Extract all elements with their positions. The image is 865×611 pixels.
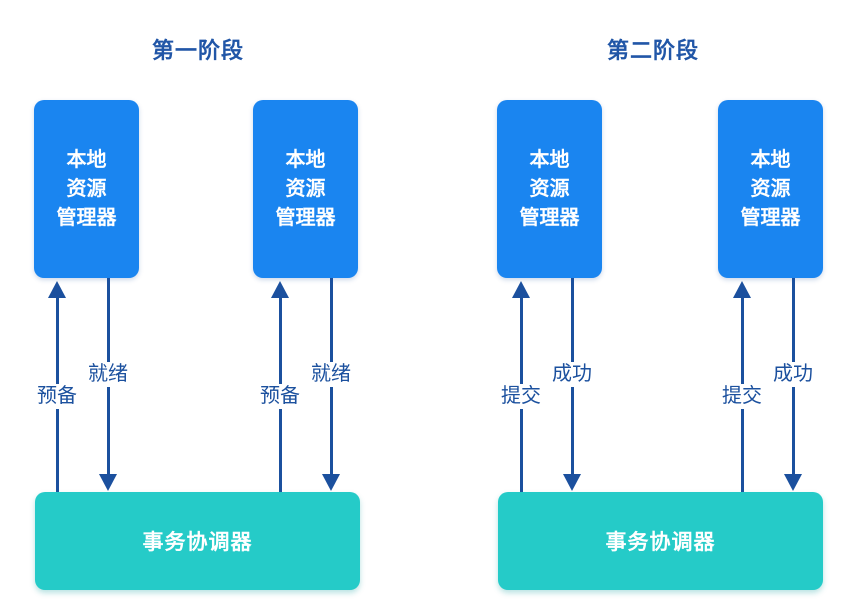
resource-manager-label: 本地 资源 管理器 (56, 148, 117, 229)
resource-manager-label: 本地 资源 管理器 (740, 148, 801, 229)
arrow-label: 预备 (258, 384, 302, 409)
arrow-label: 就绪 (86, 362, 130, 387)
arrow-label: 提交 (720, 384, 764, 409)
arrow-label: 提交 (499, 384, 543, 409)
phase1-title: 第一阶段 (151, 38, 244, 63)
arrowhead-up (512, 281, 530, 298)
arrowhead-up (271, 281, 289, 298)
arrow-label: 成功 (550, 362, 594, 387)
arrowhead-up (48, 281, 66, 298)
resource-manager-label: 本地 资源 管理器 (275, 148, 336, 229)
phase1-resource-manager-1: 本地 资源 管理器 (34, 100, 139, 278)
phase1-resource-manager-2: 本地 资源 管理器 (253, 100, 358, 278)
transaction-coordinator-label: 事务协调器 (142, 531, 253, 554)
phase1-transaction-coordinator: 事务协调器 (35, 492, 360, 590)
resource-manager-label: 本地 资源 管理器 (519, 148, 580, 229)
arrow-label: 就绪 (309, 362, 353, 387)
arrowhead-down (99, 474, 117, 491)
phase2-title: 第二阶段 (606, 38, 699, 63)
arrowhead-down (784, 474, 802, 491)
arrow-label: 成功 (771, 362, 815, 387)
phase2-resource-manager-1: 本地 资源 管理器 (497, 100, 602, 278)
arrow-label: 预备 (35, 384, 79, 409)
arrowhead-down (322, 474, 340, 491)
phase2-resource-manager-2: 本地 资源 管理器 (718, 100, 823, 278)
transaction-coordinator-label: 事务协调器 (605, 531, 716, 554)
phase2-transaction-coordinator: 事务协调器 (498, 492, 823, 590)
arrowhead-down (563, 474, 581, 491)
arrowhead-up (733, 281, 751, 298)
